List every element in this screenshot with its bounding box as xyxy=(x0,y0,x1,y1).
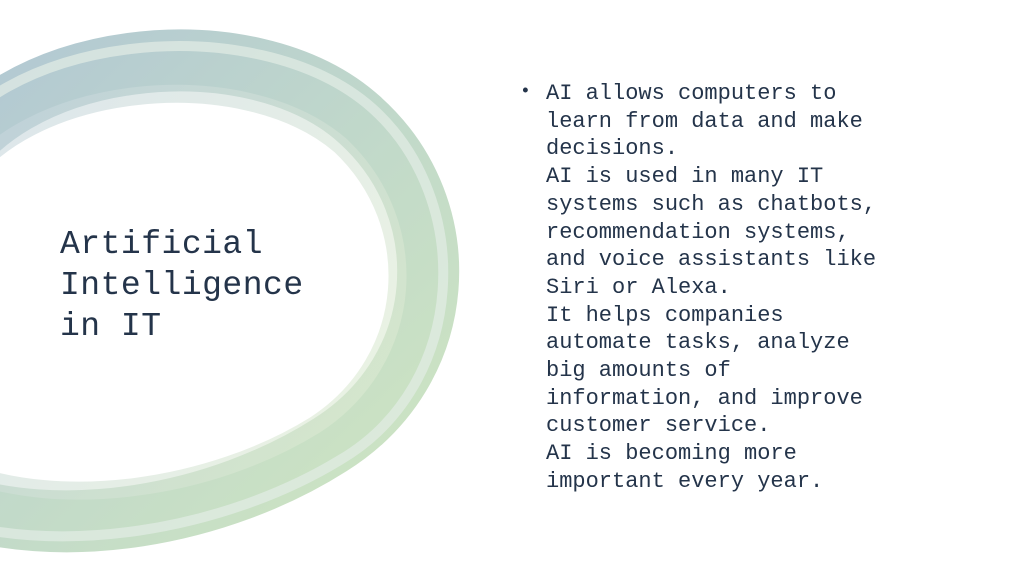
bullet-list-item: • AI allows computers to learn from data… xyxy=(520,80,1000,496)
paragraph-2: AI is used in many IT systems such as ch… xyxy=(546,164,877,300)
slide-title: Artificial Intelligence in IT xyxy=(60,226,304,345)
paragraph-1: AI allows computers to learn from data a… xyxy=(546,81,863,162)
paragraph-3: It helps companies automate tasks, analy… xyxy=(546,302,863,439)
bullet-icon: • xyxy=(520,82,531,102)
paragraph-4: AI is becoming more important every year… xyxy=(546,441,824,494)
